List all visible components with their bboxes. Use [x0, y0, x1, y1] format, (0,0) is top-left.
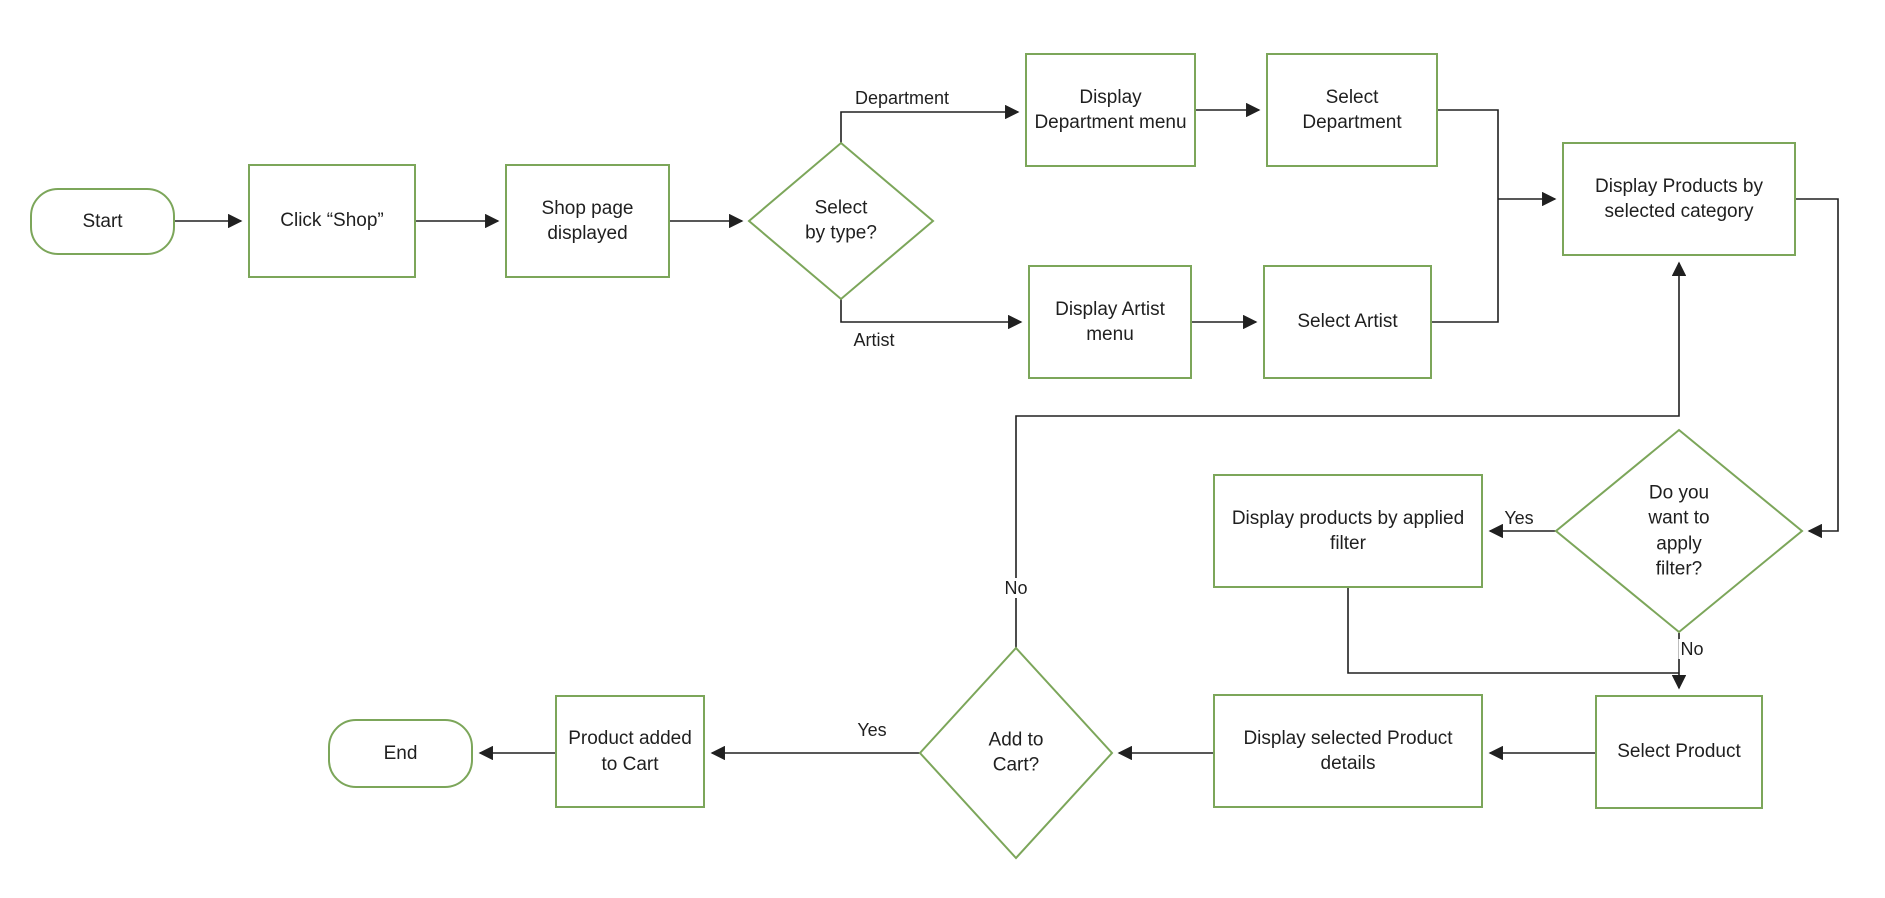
node-select-department: Select Department — [1266, 53, 1438, 167]
node-click-shop: Click “Shop” — [248, 164, 416, 278]
label-filter-no: No — [1678, 639, 1706, 659]
apply-filter-diamond — [1554, 428, 1804, 634]
edge-selecttype-deptmenu — [840, 104, 1020, 143]
edge-displayproducts-applyfilter — [1796, 198, 1839, 539]
node-display-department-menu: Display Department menu — [1025, 53, 1196, 167]
node-start: Start — [30, 188, 175, 255]
edge-filterproducts-join — [1347, 588, 1679, 674]
label-cart-yes: Yes — [857, 720, 887, 740]
node-display-products: Display Products by selected category — [1562, 142, 1796, 256]
label-artist-branch: Artist — [853, 330, 895, 350]
node-display-details: Display selected Product details — [1213, 694, 1483, 808]
edge-selectartist-merge — [1432, 199, 1499, 323]
add-cart-diamond — [918, 646, 1114, 860]
node-end: End — [328, 719, 473, 788]
node-display-artist-menu: Display Artist menu — [1028, 265, 1192, 379]
node-add-cart-label: Add to Cart? — [988, 729, 1044, 776]
select-type-diamond — [747, 141, 935, 301]
node-select-product: Select Product — [1595, 695, 1763, 809]
node-filter-products: Display products by applied filter — [1213, 474, 1483, 588]
edge-addcart-no-displayproducts — [1015, 261, 1687, 648]
label-department-branch: Department — [854, 88, 950, 108]
edge-selecttype-artistmenu — [840, 299, 1023, 330]
node-apply-filter-label: Do you want to apply filter? — [1648, 482, 1710, 580]
node-select-artist: Select Artist — [1263, 265, 1432, 379]
label-cart-no: No — [1002, 578, 1030, 598]
edge-selectdept-merge — [1438, 109, 1499, 199]
node-shop-page: Shop page displayed — [505, 164, 670, 278]
node-select-type-label: Select by type? — [805, 197, 877, 244]
node-product-added: Product added to Cart — [555, 695, 705, 808]
label-filter-yes: Yes — [1504, 508, 1534, 528]
